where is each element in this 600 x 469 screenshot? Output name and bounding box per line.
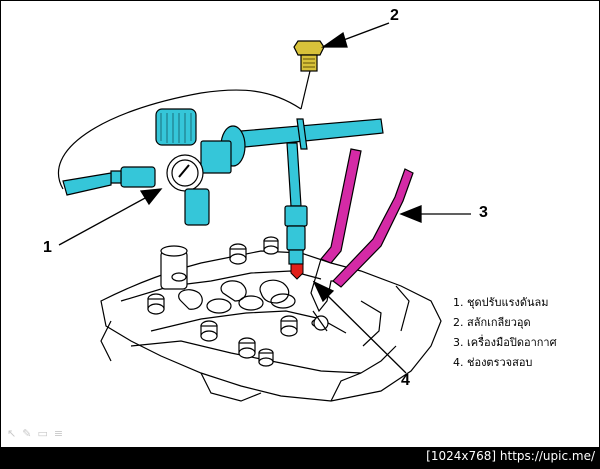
watermark-text[interactable]: [1024x768] https://upic.me/ <box>426 449 595 463</box>
red-tip <box>290 263 304 280</box>
callout-2: 2 <box>390 7 399 24</box>
air-seal-tool <box>320 148 414 288</box>
rectangle-icon[interactable]: ▭ <box>37 427 54 440</box>
callout-4: 4 <box>401 372 410 389</box>
plug-bolt <box>293 40 325 72</box>
air-pressure-regulator <box>62 108 384 265</box>
legend-item: 2. สลักเกลียวอุด <box>453 316 531 329</box>
watermark-bar: [1024x768] https://upic.me/ <box>1 447 599 468</box>
legend-item: 3. เครื่องมือปิดอากาศ <box>453 336 557 349</box>
tool-jaws <box>310 258 333 332</box>
air-hose <box>57 89 302 190</box>
pen-icon[interactable]: ✎ <box>22 427 38 440</box>
legend-item: 1. ชุดปรับแรงดันลม <box>453 296 549 309</box>
callout-leaders <box>58 22 471 374</box>
legend-item: 4. ช่องตรวจสอบ <box>453 356 533 369</box>
engine-block <box>100 236 442 402</box>
callout-1: 1 <box>43 239 52 256</box>
menu-icon[interactable]: ≡ <box>53 427 70 440</box>
legend: 1. ชุดปรับแรงดันลม 2. สลักเกลียวอุด 3. เ… <box>453 293 557 373</box>
viewer-toolbar[interactable]: ↖✎▭≡ <box>7 427 69 440</box>
callout-3: 3 <box>479 204 488 221</box>
pointer-icon[interactable]: ↖ <box>7 427 23 440</box>
